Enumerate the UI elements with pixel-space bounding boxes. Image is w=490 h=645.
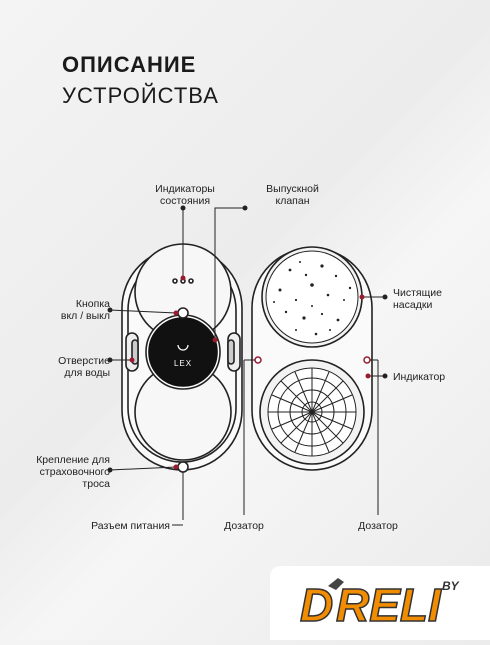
label-dots: [107, 205, 388, 473]
logo-letter-d: D: [300, 579, 333, 631]
label-doser-left: Дозатор: [224, 520, 264, 532]
label-power-button: Кнопка вкл / выкл: [60, 298, 110, 322]
label-valve: Выпускной клапан: [266, 183, 319, 207]
indicator-marker: [363, 356, 371, 364]
brand-swirl-icon: [177, 344, 189, 351]
brand-text: LEX: [174, 359, 192, 368]
doser-left-marker: [254, 356, 262, 364]
label-rope-mount: Крепление для страховочного троса: [36, 454, 110, 490]
label-power-port: Разъем питания: [91, 520, 170, 532]
label-status-indicators: Индикаторы состояния: [155, 183, 215, 207]
page-title: ОПИСАНИЕ: [62, 52, 197, 77]
label-water-hole: Отверстие для воды: [58, 355, 110, 379]
label-cleaning-pads: Чистящие насадки: [393, 287, 442, 311]
device-back: [251, 246, 373, 471]
callout-lines: [109, 207, 385, 526]
brand-logo: D RELI BY: [270, 566, 490, 640]
device-front: [121, 243, 243, 473]
logo-suffix: BY: [442, 579, 460, 593]
pad-texture: [273, 261, 352, 336]
label-indicator: Индикатор: [393, 371, 446, 383]
logo-letters-rest: RELI: [336, 579, 442, 631]
drill-icon: [328, 578, 344, 590]
callout-dots: [129, 275, 371, 470]
page-subtitle: УСТРОЙСТВА: [62, 83, 219, 108]
label-doser-right: Дозатор: [358, 520, 398, 532]
dreli-logo-icon: D RELI BY: [299, 578, 460, 632]
